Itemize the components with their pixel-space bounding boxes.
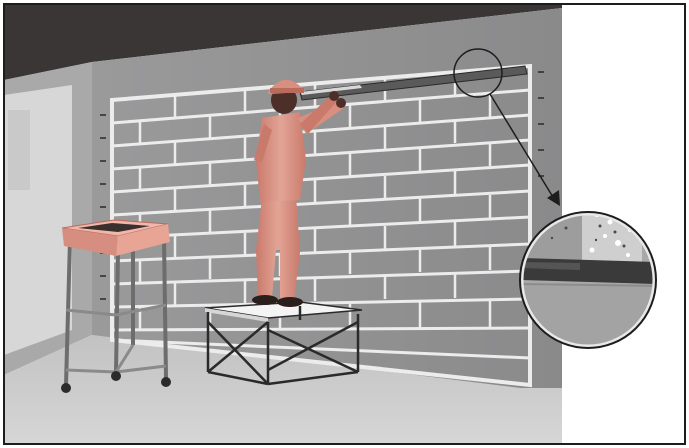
masonry-illustration (0, 0, 689, 448)
illustration-frame (0, 0, 689, 448)
